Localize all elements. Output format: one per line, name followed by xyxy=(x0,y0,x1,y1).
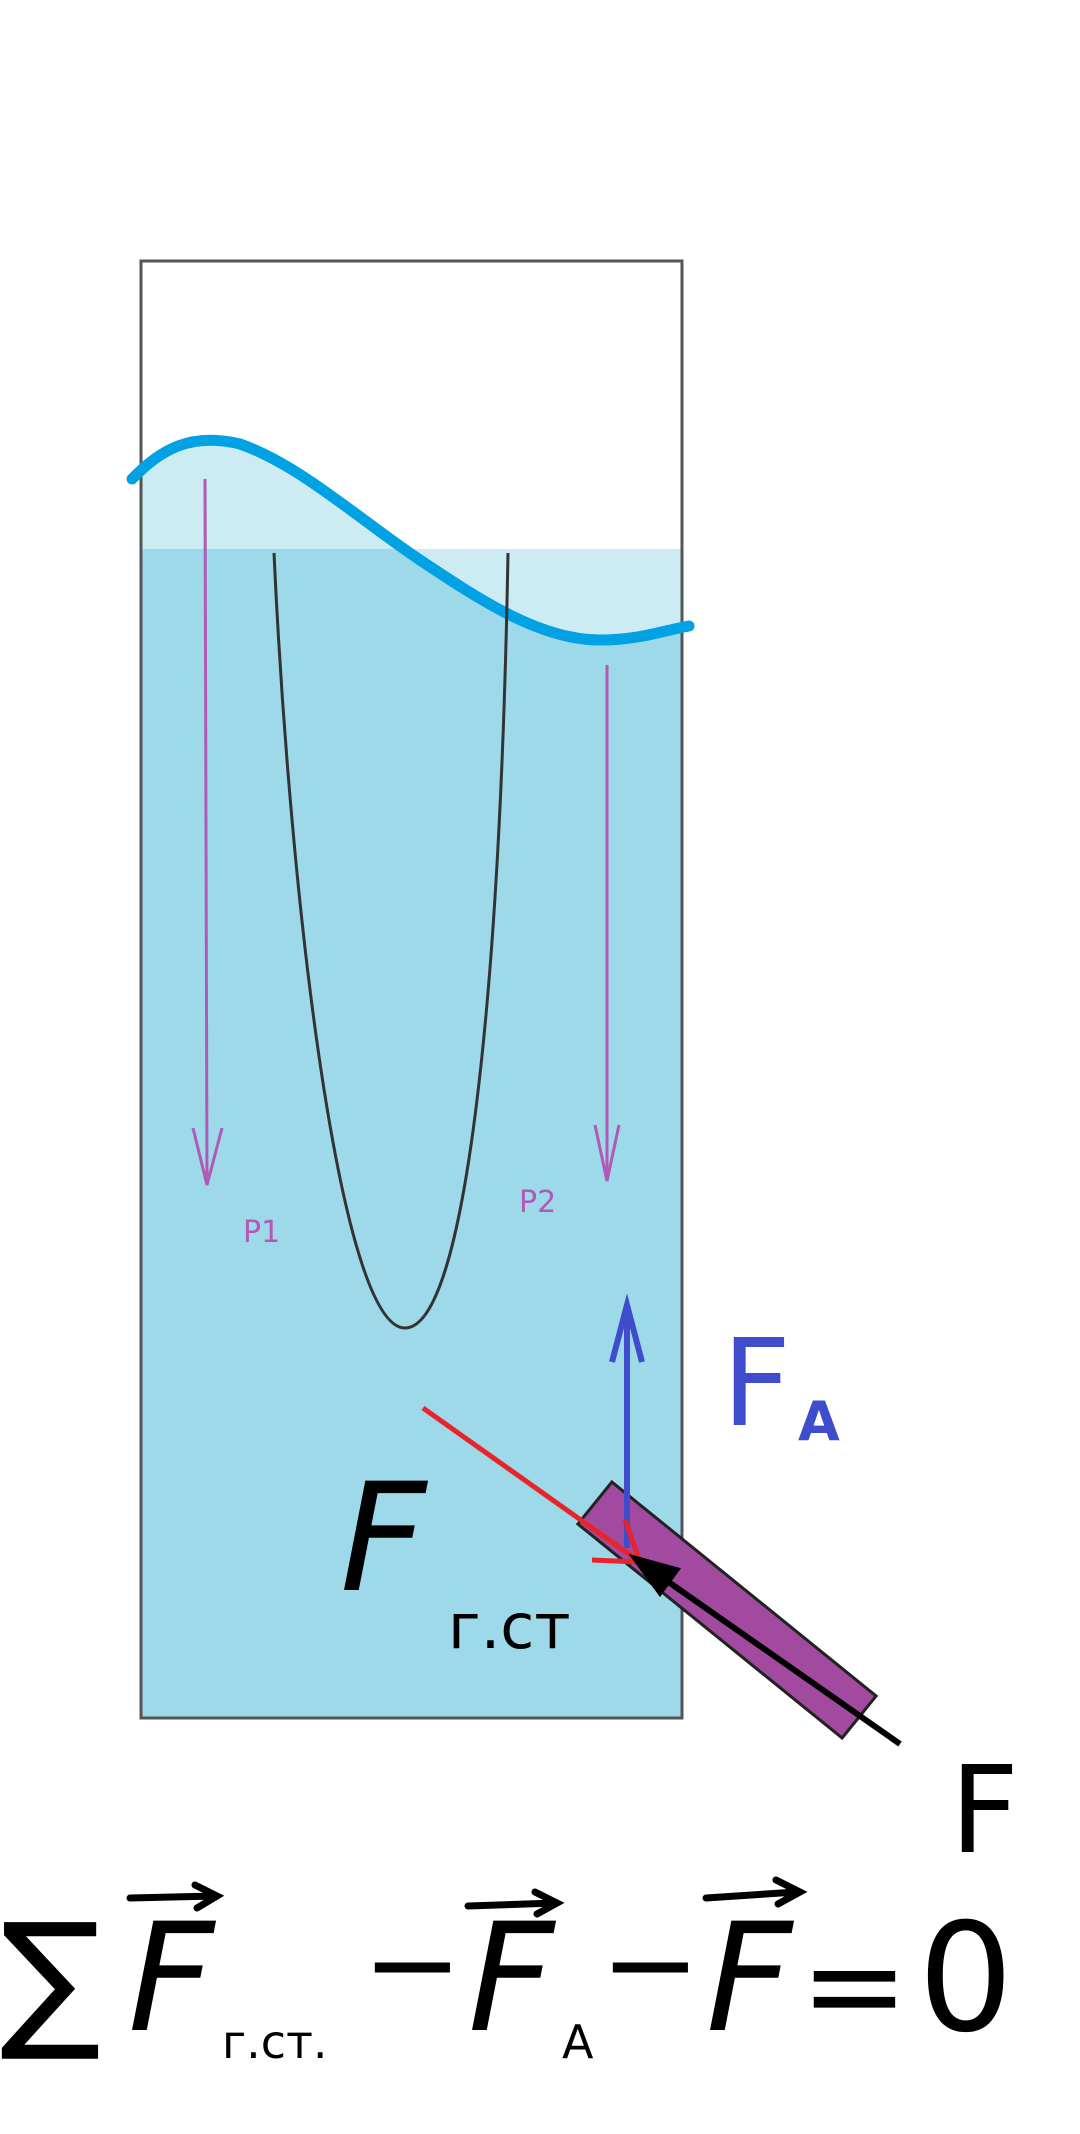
eq-term1-sub: г.ст. xyxy=(222,2015,328,2069)
water-body xyxy=(141,549,682,1718)
wave-surface xyxy=(126,434,695,646)
applied-force-arrow xyxy=(628,1553,902,1747)
archimedes-force-arrow xyxy=(609,1293,645,1548)
eq-minus1: − xyxy=(362,1895,463,2034)
fgst-label-sub: г.ст xyxy=(448,1590,571,1663)
eq-term1: F xyxy=(128,1892,217,2066)
eq-term3: F xyxy=(706,1892,795,2066)
vector-arrow-icon xyxy=(702,1876,808,1908)
p1-arrow xyxy=(191,478,224,1186)
vessel xyxy=(139,259,684,1720)
vector-arrows xyxy=(126,1876,808,1918)
p2-label: P2 xyxy=(519,1185,556,1220)
eq-term2-sub: A xyxy=(562,2015,594,2069)
p1-label: P1 xyxy=(243,1215,280,1250)
vector-arrow-icon xyxy=(464,1888,565,1918)
eq-term2: F xyxy=(468,1892,557,2066)
eq-minus2: − xyxy=(600,1895,701,2034)
eq-equals: = xyxy=(800,1909,909,2061)
parabola-curve xyxy=(272,552,510,1330)
sum-symbol: ∑ xyxy=(0,1892,101,2066)
fgst-label-main: F xyxy=(340,1452,429,1626)
eq-rhs: 0 xyxy=(918,1892,1013,2066)
f-label: F xyxy=(950,1742,1019,1881)
fa-label-main: F xyxy=(722,1315,791,1454)
fa-label-sub: A xyxy=(798,1390,840,1453)
vector-arrow-icon xyxy=(126,1881,225,1912)
equilibrium-equation: ∑ F г.ст. − F A − F = 0 xyxy=(0,1876,1013,2069)
p2-arrow xyxy=(593,665,621,1182)
